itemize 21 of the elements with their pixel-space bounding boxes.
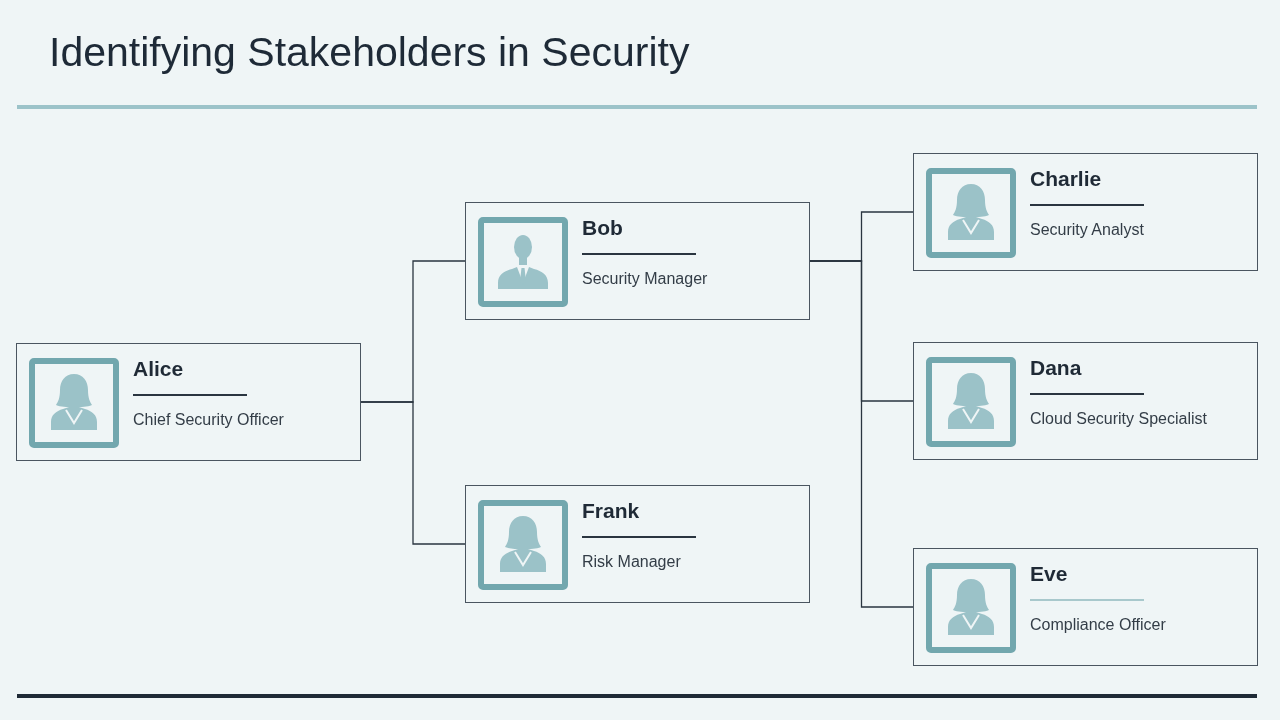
person-card bbox=[465, 202, 810, 320]
title: Identifying Stakeholders in Security bbox=[49, 28, 690, 76]
person-card bbox=[913, 342, 1258, 460]
person-name: Frank bbox=[582, 498, 640, 524]
person-role: Risk Manager bbox=[582, 552, 681, 572]
connector-line bbox=[809, 260, 914, 608]
person-card bbox=[913, 153, 1258, 271]
person-card bbox=[913, 548, 1258, 666]
person-name: Charlie bbox=[1030, 166, 1102, 192]
person-name: Alice bbox=[133, 356, 184, 382]
person-role: Compliance Officer bbox=[1030, 615, 1166, 635]
person-role: Cloud Security Specialist bbox=[1030, 409, 1207, 429]
person-name: Bob bbox=[582, 215, 623, 241]
person-name: Dana bbox=[1030, 355, 1082, 381]
person-role: Security Manager bbox=[582, 269, 708, 289]
person-card bbox=[465, 485, 810, 603]
person-name: Eve bbox=[1030, 561, 1068, 587]
person-role: Security Analyst bbox=[1030, 220, 1144, 240]
connector-line bbox=[360, 401, 466, 545]
person-card bbox=[16, 343, 361, 461]
person-role: Chief Security Officer bbox=[133, 410, 284, 430]
